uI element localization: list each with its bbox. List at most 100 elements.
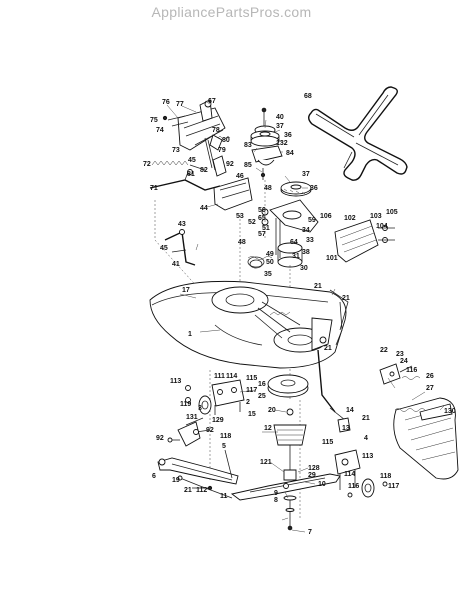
label-129: 92 xyxy=(206,427,214,434)
label-11: 10 xyxy=(318,481,326,488)
label-113-right: 114 xyxy=(344,471,355,478)
label-36-mid: 36 xyxy=(310,185,318,192)
label-21-bottom: 11 xyxy=(220,493,228,500)
label-132: 132 xyxy=(276,140,288,147)
label-92-mid: 118 xyxy=(220,433,231,440)
lift-arm-left xyxy=(157,449,239,499)
label-73: 73 xyxy=(172,147,180,154)
bolt-stack xyxy=(283,495,297,531)
callout-labels: 68 76 77 67 75 74 78 40 37 36 132 83 84 … xyxy=(143,93,456,536)
label-82: 82 xyxy=(200,167,208,174)
label-131: 129 xyxy=(212,417,224,424)
label-130: 131 xyxy=(186,414,198,421)
label-92-left: 92 xyxy=(156,435,164,442)
label-115-left: 117 xyxy=(246,387,257,394)
blade-11 xyxy=(230,473,341,501)
rod-18 xyxy=(317,349,351,433)
label-76: 76 xyxy=(162,99,170,106)
label-121: 4 xyxy=(364,435,368,442)
label-81: 81 xyxy=(187,171,195,178)
label-46: 46 xyxy=(236,173,244,180)
label-53: 53 xyxy=(236,213,244,220)
label-8: 7 xyxy=(308,529,312,536)
label-41: 41 xyxy=(172,261,180,268)
label-17: 17 xyxy=(182,287,190,294)
label-102-top: 102 xyxy=(344,215,356,222)
label-65: 65 xyxy=(258,215,266,222)
label-19: 21 xyxy=(184,487,192,494)
label-9: 8 xyxy=(274,497,278,504)
label-21-right: 22 xyxy=(380,347,388,354)
label-119: 3 xyxy=(198,405,202,412)
label-50: 50 xyxy=(266,259,274,266)
label-57: 57 xyxy=(258,231,266,238)
right-spindle-bracket xyxy=(334,449,388,498)
label-38: 38 xyxy=(302,249,310,256)
label-101: 101 xyxy=(326,255,338,262)
label-77: 77 xyxy=(176,101,184,108)
left-link-parts xyxy=(167,417,211,447)
label-22: 23 xyxy=(396,351,404,358)
label-21-deck-b: 21 xyxy=(342,295,350,302)
label-68: 68 xyxy=(304,93,312,100)
label-72: 72 xyxy=(143,161,151,168)
label-49: 49 xyxy=(266,251,274,258)
label-128: 29 xyxy=(308,472,316,479)
label-40: 40 xyxy=(276,114,284,121)
belt-68 xyxy=(308,86,408,181)
label-1: 1 xyxy=(188,331,192,338)
label-118-left: 15 xyxy=(248,411,256,418)
label-43: 43 xyxy=(178,221,186,228)
label-33: 33 xyxy=(306,237,314,244)
label-80: 80 xyxy=(222,137,230,144)
label-104-top: 104 xyxy=(376,223,388,230)
label-21-deck-c: 21 xyxy=(324,345,332,352)
label-44: 44 xyxy=(200,205,208,212)
label-117-right: 118 xyxy=(380,473,391,480)
idler-arm xyxy=(261,199,319,268)
label-5: 6 xyxy=(152,473,156,480)
spring-49 xyxy=(247,256,273,269)
belt-guard-101 xyxy=(334,219,395,263)
label-75: 75 xyxy=(150,117,158,124)
label-13: 121 xyxy=(260,459,272,466)
label-16: 25 xyxy=(258,393,266,400)
label-111: 114 xyxy=(226,373,237,380)
label-4: 5 xyxy=(222,443,226,450)
label-6: 19 xyxy=(172,477,180,484)
label-52: 52 xyxy=(248,219,256,226)
mower-deck xyxy=(149,280,349,369)
bracket-46 xyxy=(213,177,253,211)
label-85: 85 xyxy=(244,162,252,169)
label-116-right: 117 xyxy=(388,483,399,490)
discharge-chute xyxy=(393,397,459,480)
label-21-mid: 13 xyxy=(342,425,350,432)
label-45-top: 45 xyxy=(188,157,196,164)
middle-pulley xyxy=(280,181,312,197)
lift-bracket-assembly xyxy=(162,99,231,177)
label-116-left: 113 xyxy=(170,378,181,385)
rod-71 xyxy=(149,169,221,191)
spring-72 xyxy=(151,160,206,171)
label-74: 74 xyxy=(156,127,164,134)
label-56: 56 xyxy=(258,207,266,214)
label-2: 16 xyxy=(258,381,266,388)
label-14: 12 xyxy=(264,425,272,432)
label-31: 31 xyxy=(292,253,300,260)
label-37-mid: 37 xyxy=(302,171,310,178)
label-12: 128 xyxy=(308,465,320,472)
label-67: 67 xyxy=(208,98,216,105)
upper-pulley-stack xyxy=(250,107,283,180)
label-103: 103 xyxy=(370,213,382,220)
label-29: 21 xyxy=(362,415,370,422)
label-71: 71 xyxy=(150,185,158,192)
label-78: 78 xyxy=(212,127,220,134)
label-84: 84 xyxy=(286,150,294,157)
right-linkage xyxy=(379,363,421,385)
label-27: 130 xyxy=(444,408,456,415)
label-92-top: 92 xyxy=(226,161,234,168)
label-26: 27 xyxy=(426,385,434,392)
label-106-top: 106 xyxy=(320,213,332,220)
label-79: 79 xyxy=(218,147,226,154)
